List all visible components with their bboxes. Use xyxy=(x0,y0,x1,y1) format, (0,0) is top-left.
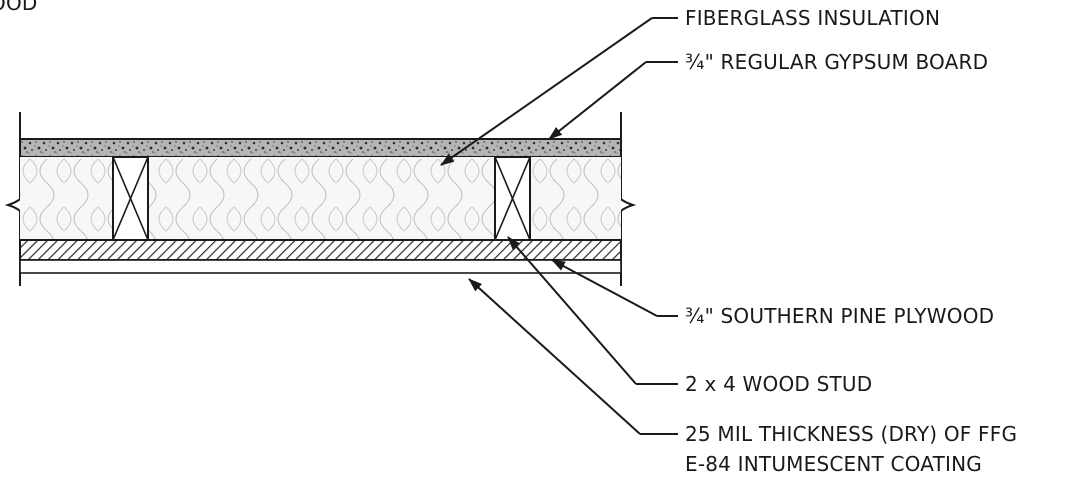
intumescent-coating-layer xyxy=(19,259,622,274)
label-gypsum-board: ¾" REGULAR GYPSUM BOARD xyxy=(685,50,989,74)
label-wood-stud: 2 x 4 WOOD STUD xyxy=(685,372,873,396)
leader-stud xyxy=(507,236,678,385)
wood-stud-left xyxy=(112,156,149,241)
label-southern-pine-plywood: ¾" SOUTHERN PINE PLYWOOD xyxy=(685,304,995,328)
label-intumescent-coating-line2: E-84 INTUMESCENT COATING xyxy=(685,452,982,476)
leader-gypsum xyxy=(548,61,678,140)
partial-heading: OOD xyxy=(0,0,38,15)
gypsum-board-layer xyxy=(19,138,622,158)
wood-stud-right xyxy=(494,156,531,241)
plywood-layer xyxy=(19,239,622,261)
leader-plywood xyxy=(551,259,678,317)
leader-coating xyxy=(468,278,678,435)
label-fiberglass-insulation: FIBERGLASS INSULATION xyxy=(685,6,941,30)
leader-insulation xyxy=(440,17,678,166)
label-intumescent-coating-line1: 25 MIL THICKNESS (DRY) OF FFG xyxy=(685,422,1018,446)
